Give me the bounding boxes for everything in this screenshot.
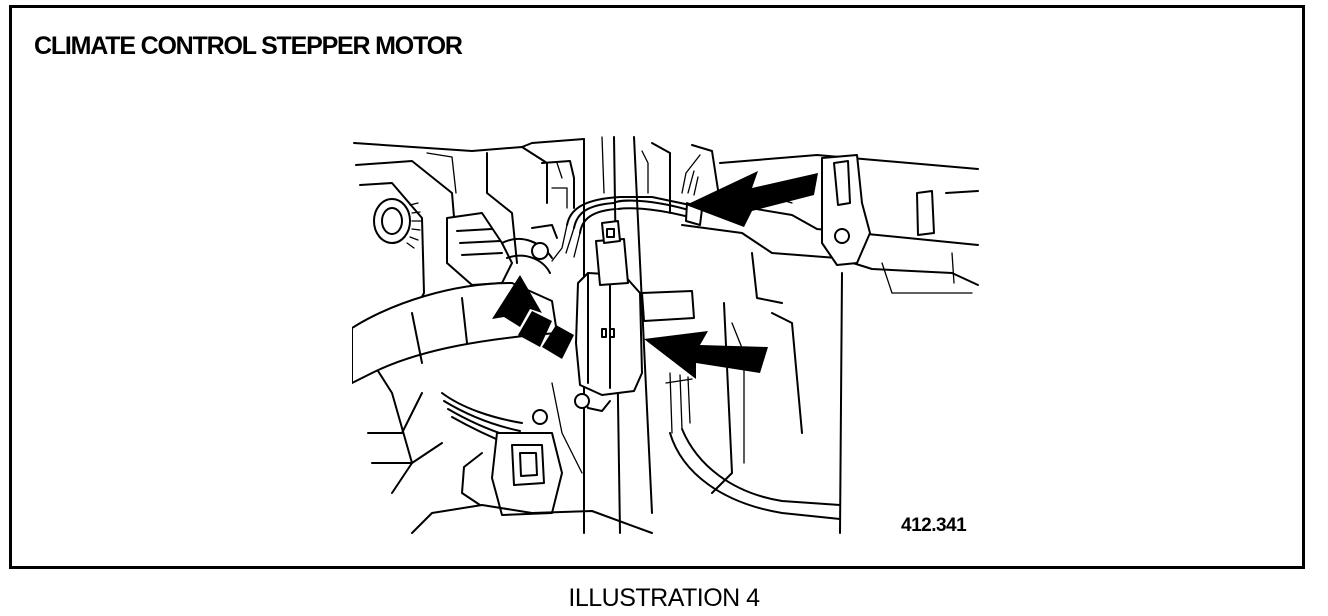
lower-harness: [371, 382, 653, 534]
wiring-harness: [551, 154, 703, 262]
duct-tube-right: [665, 372, 841, 520]
stepper-motor: [575, 220, 695, 412]
arrow-middle-right: [644, 331, 768, 379]
arrow-upper-right: [686, 171, 818, 227]
stepper-motor-drawing: [352, 133, 980, 535]
figure-number: 412.341: [901, 515, 967, 536]
right-housing: [681, 154, 979, 534]
illustration-caption: ILLUSTRATION 4: [568, 584, 760, 612]
bracket-lever: [821, 154, 871, 266]
arrow-dashed-left: [492, 275, 574, 359]
illustration-title: CLIMATE CONTROL STEPPER MOTOR: [34, 32, 463, 60]
left-connector-cluster: [446, 212, 558, 286]
gear-wheel: [373, 198, 422, 249]
illustration-frame: CLIMATE CONTROL STEPPER MOTOR: [9, 5, 1305, 569]
